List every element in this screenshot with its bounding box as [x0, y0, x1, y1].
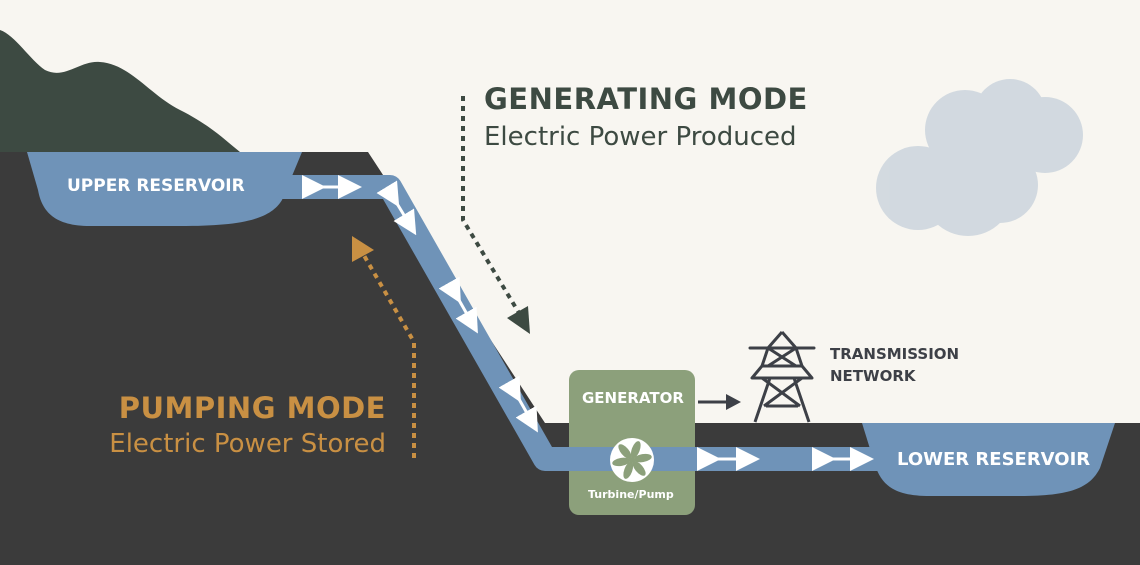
pumping-mode-title: PUMPING MODE — [118, 391, 386, 425]
transmission-network-label: TRANSMISSION NETWORK — [830, 343, 959, 387]
power-out-arrow — [698, 394, 741, 410]
mountain — [0, 30, 240, 152]
lower-reservoir-label: LOWER RESERVOIR — [897, 449, 1091, 470]
flow-arrows — [302, 175, 874, 471]
upper-reservoir-water — [27, 152, 302, 226]
upper-reservoir-label: UPPER RESERVOIR — [67, 176, 245, 196]
lower-reservoir-water — [862, 423, 1115, 496]
pumping-mode-subtitle: Electric Power Stored — [109, 429, 386, 459]
generating-mode-subtitle: Electric Power Produced — [484, 122, 797, 152]
transmission-tower-icon — [748, 331, 816, 423]
clouds — [876, 79, 1083, 236]
generating-mode-title: GENERATING MODE — [484, 82, 808, 116]
transmission-line1: TRANSMISSION — [830, 345, 960, 363]
transmission-line2: NETWORK — [830, 367, 916, 385]
turbine-icon — [610, 438, 654, 482]
pumping-mode-arrow — [352, 236, 416, 458]
turbine-label: Turbine/Pump — [588, 488, 674, 501]
generator-label: GENERATOR — [582, 389, 684, 407]
generating-mode-arrow — [461, 96, 530, 334]
